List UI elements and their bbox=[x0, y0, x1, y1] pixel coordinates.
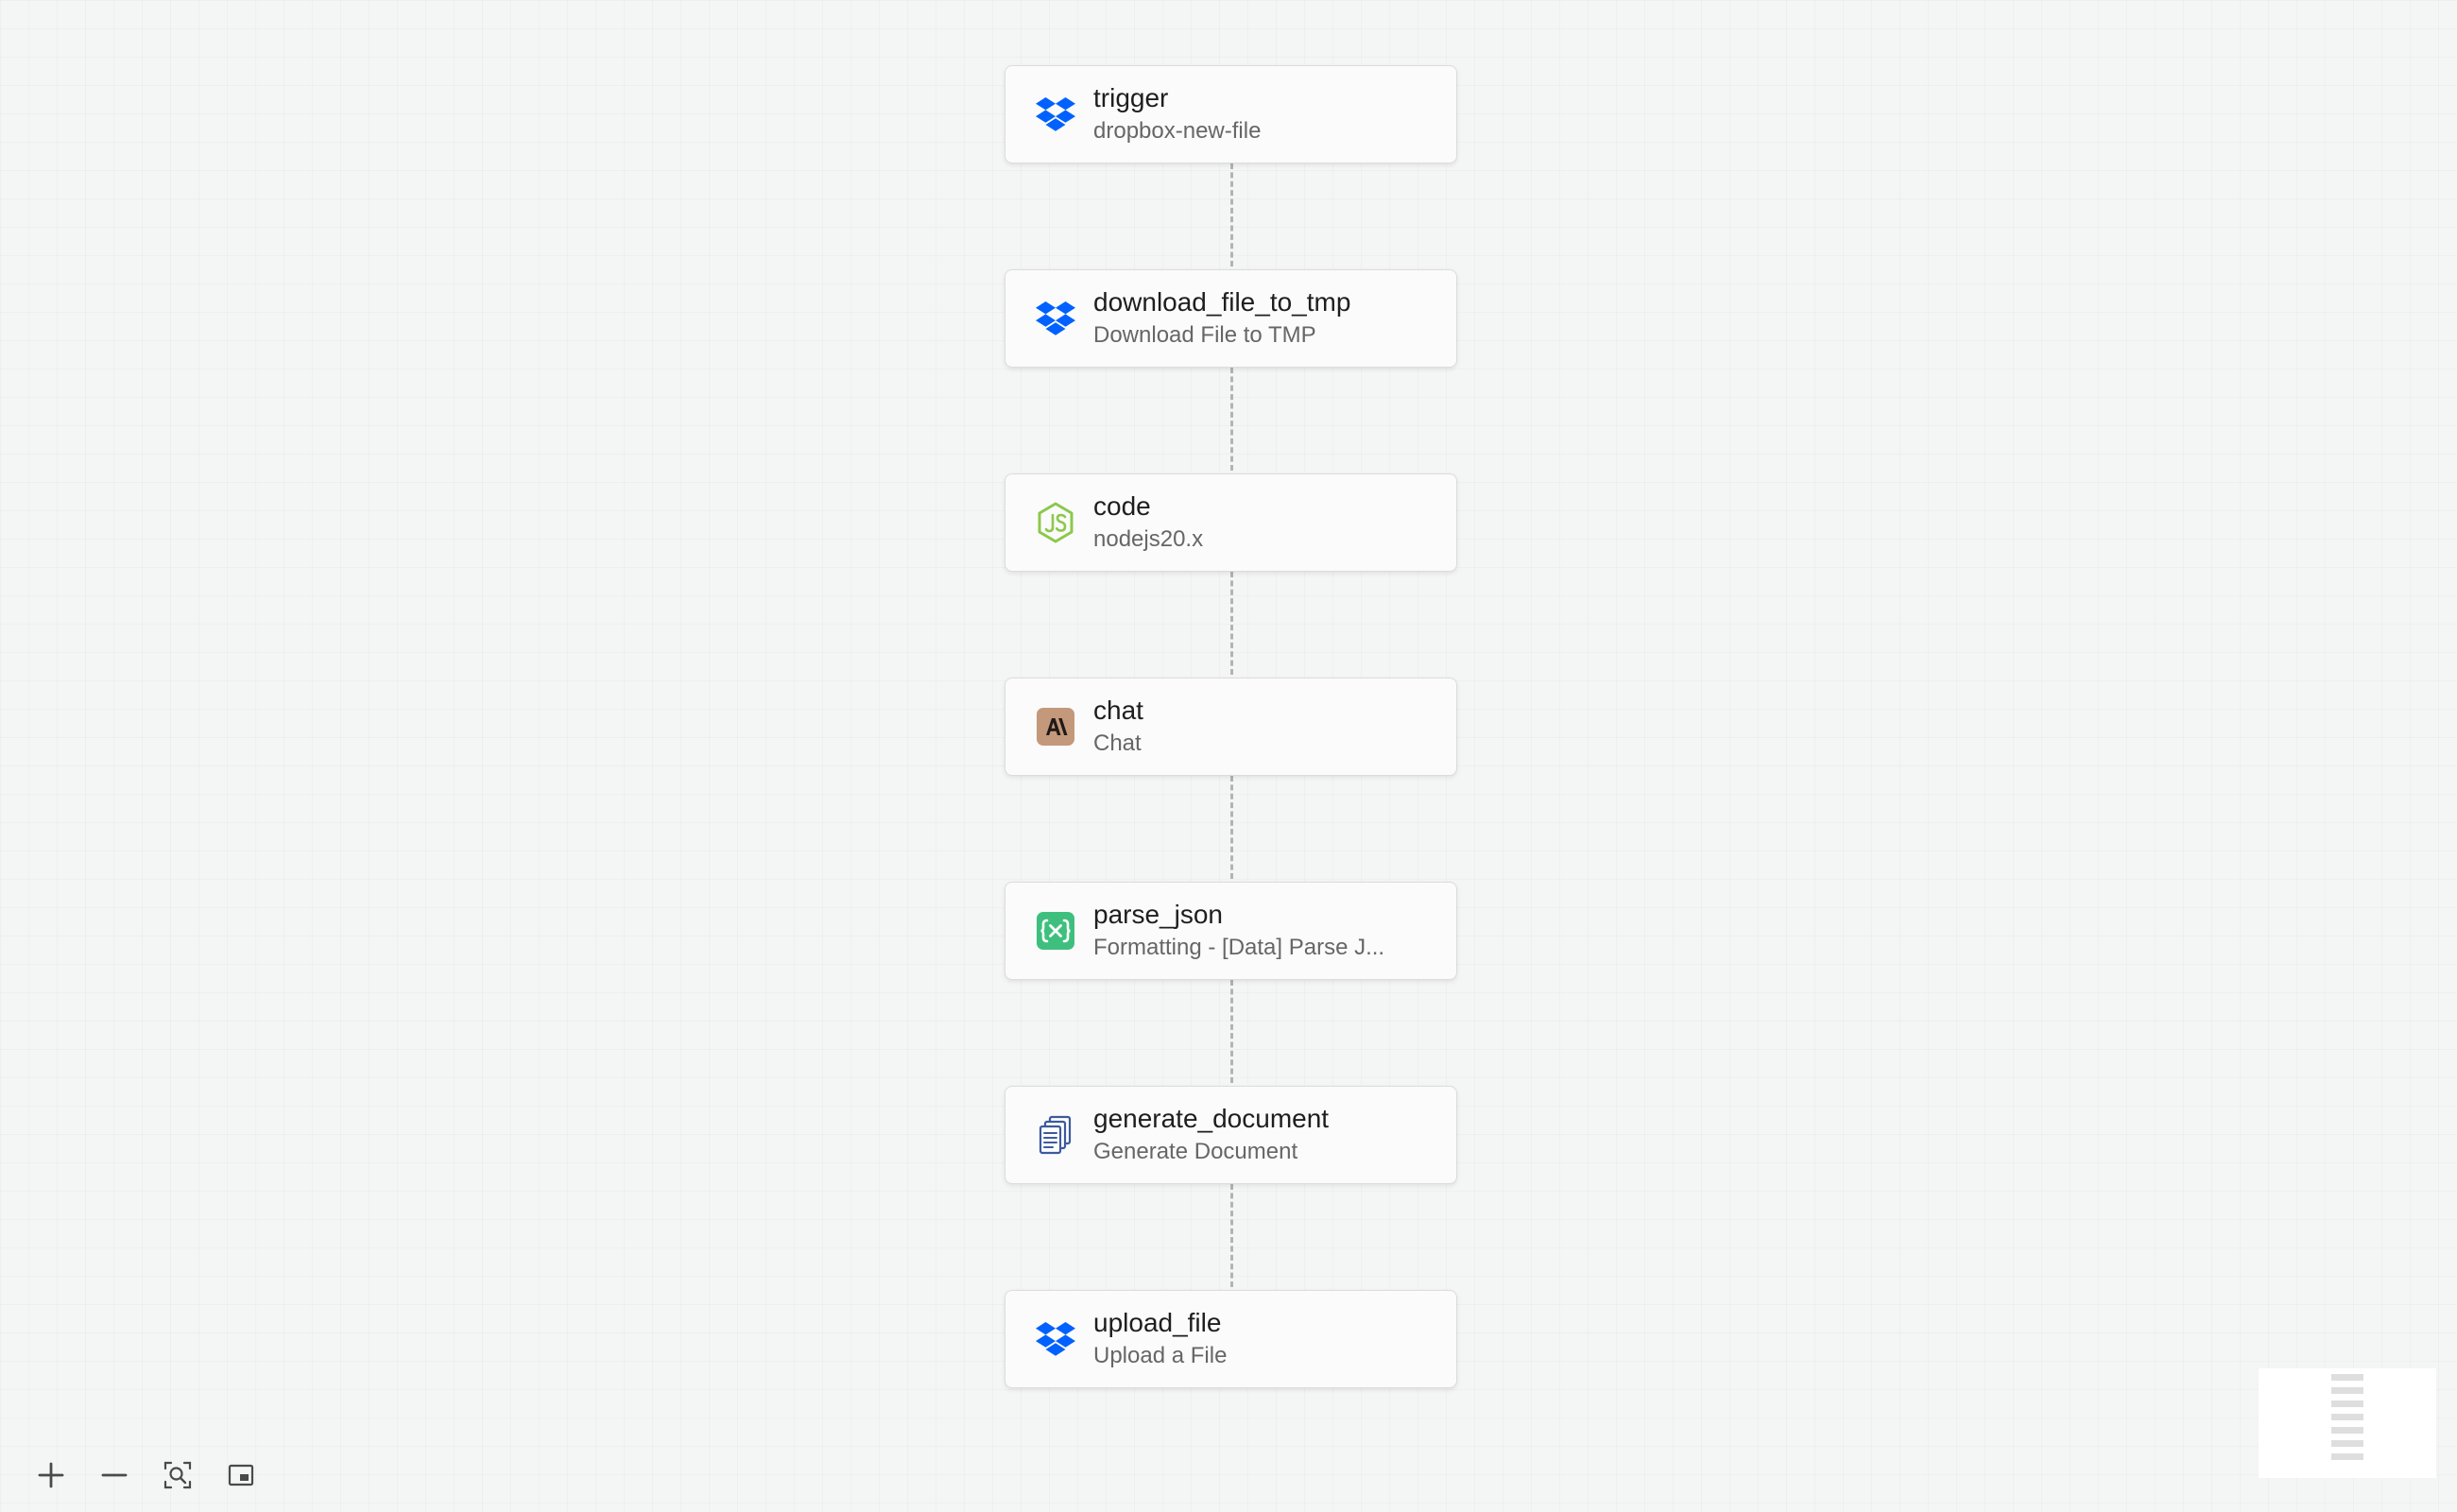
step-subtitle: Download File to TMP bbox=[1093, 322, 1316, 348]
connector-line bbox=[1230, 163, 1233, 266]
step-node-parse-json[interactable]: parse_json Formatting - [Data] Parse J..… bbox=[1005, 882, 1457, 980]
step-title: generate_document bbox=[1093, 1104, 1330, 1133]
minimap-node bbox=[2331, 1453, 2363, 1460]
step-title: upload_file bbox=[1093, 1308, 1222, 1337]
minimap-node bbox=[2331, 1374, 2363, 1381]
step-subtitle: Formatting - [Data] Parse J... bbox=[1093, 935, 1385, 960]
dropbox-icon bbox=[1036, 94, 1075, 134]
connector-line bbox=[1230, 1184, 1233, 1287]
nodejs-icon bbox=[1036, 502, 1075, 543]
dropbox-icon bbox=[1036, 1319, 1075, 1359]
zoom-out-button[interactable] bbox=[92, 1452, 137, 1498]
step-node-download-file-to-tmp[interactable]: download_file_to_tmp Download File to TM… bbox=[1005, 269, 1457, 368]
minimap-toggle-button[interactable] bbox=[218, 1452, 264, 1498]
minimap-node bbox=[2331, 1440, 2363, 1447]
step-title: code bbox=[1093, 491, 1151, 521]
step-node-trigger[interactable]: trigger dropbox-new-file bbox=[1005, 65, 1457, 163]
step-title: download_file_to_tmp bbox=[1093, 287, 1351, 317]
anthropic-icon bbox=[1036, 707, 1075, 747]
fit-view-icon bbox=[163, 1461, 192, 1489]
formatting-variable-icon bbox=[1036, 911, 1075, 951]
minimap-node bbox=[2331, 1427, 2363, 1434]
minimap-node bbox=[2331, 1387, 2363, 1394]
minimap-node bbox=[2331, 1400, 2363, 1407]
step-node-generate-document[interactable]: generate_document Generate Document bbox=[1005, 1086, 1457, 1184]
connector-line bbox=[1230, 368, 1233, 471]
fit-view-button[interactable] bbox=[155, 1452, 200, 1498]
step-subtitle: nodejs20.x bbox=[1093, 526, 1204, 552]
step-node-chat[interactable]: chat Chat bbox=[1005, 678, 1457, 776]
canvas-controls bbox=[28, 1451, 282, 1500]
connector-line bbox=[1230, 572, 1233, 675]
step-node-code[interactable]: code nodejs20.x bbox=[1005, 473, 1457, 572]
step-title: trigger bbox=[1093, 83, 1169, 112]
minimap-node bbox=[2331, 1414, 2363, 1420]
zoom-in-button[interactable] bbox=[28, 1452, 74, 1498]
step-subtitle: Generate Document bbox=[1093, 1139, 1298, 1164]
step-node-upload-file[interactable]: upload_file Upload a File bbox=[1005, 1290, 1457, 1388]
step-subtitle: Upload a File bbox=[1093, 1343, 1228, 1368]
dropbox-icon bbox=[1036, 299, 1075, 338]
zoom-out-icon bbox=[101, 1473, 128, 1477]
connector-line bbox=[1230, 776, 1233, 879]
connector-line bbox=[1230, 980, 1233, 1083]
document-icon bbox=[1036, 1115, 1075, 1155]
step-title: parse_json bbox=[1093, 900, 1223, 929]
step-subtitle: Chat bbox=[1093, 730, 1142, 756]
step-title: chat bbox=[1093, 696, 1143, 725]
minimap-toggle-icon bbox=[228, 1464, 254, 1486]
zoom-in-icon bbox=[38, 1462, 64, 1488]
minimap[interactable] bbox=[2259, 1368, 2436, 1478]
step-subtitle: dropbox-new-file bbox=[1093, 118, 1262, 144]
